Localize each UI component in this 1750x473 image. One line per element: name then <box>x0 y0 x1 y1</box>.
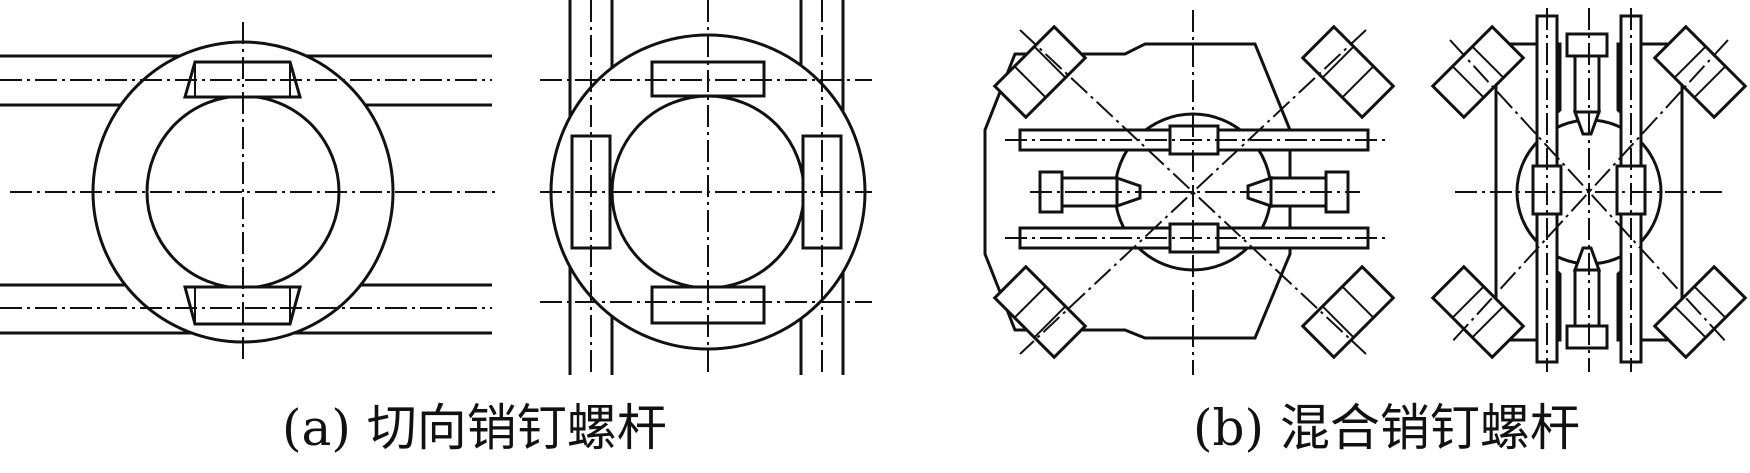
diagram-b1-mixed-horizontal <box>983 10 1396 375</box>
diagonal-bolt-tl <box>992 24 1088 120</box>
diagram-a1-tangential-horizontal <box>0 22 500 364</box>
screw-shank-bottom <box>1573 268 1601 328</box>
diagram-b2-mixed-vertical <box>1430 8 1748 372</box>
diagonal-bolt-br <box>1300 264 1396 360</box>
caption-b: (b) 混合销钉螺杆 <box>1193 399 1580 457</box>
pin-block-top <box>183 60 302 99</box>
caption-a: (a) 切向销钉螺杆 <box>282 399 667 457</box>
diagram-a2-tangential-grid <box>540 0 872 375</box>
screw-shank-top <box>1573 54 1601 114</box>
screw-head-bottom <box>1565 324 1609 350</box>
diagonal-bolt-tr <box>1300 24 1396 120</box>
screw-head-top <box>1565 32 1609 58</box>
diagonal-bolt-bl <box>992 264 1088 360</box>
